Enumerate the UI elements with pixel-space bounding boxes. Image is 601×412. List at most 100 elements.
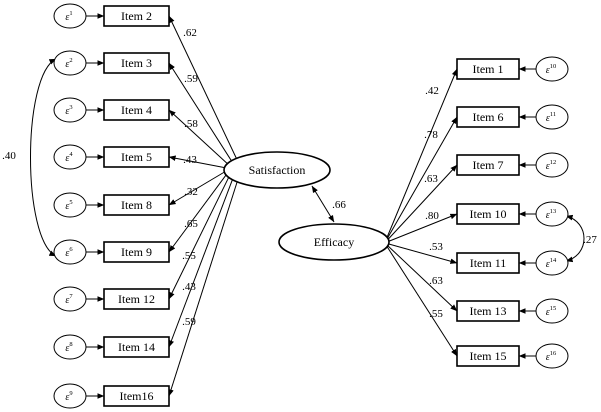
error-label: ε2: [65, 57, 72, 70]
indicator-box: [103, 288, 170, 310]
indicator-label: Item 12: [118, 292, 155, 306]
latent-efficacy: [278, 223, 390, 261]
error-index: 14: [550, 257, 557, 264]
loading-value: .59: [184, 73, 198, 85]
error-symbol: ε: [546, 210, 550, 221]
loading-arrow: [386, 68, 458, 238]
indicator-label: Item 1: [473, 62, 504, 76]
error-symbol: ε: [546, 65, 550, 76]
error-term: [535, 201, 569, 227]
indicator-box: [103, 385, 170, 407]
error-symbol: ε: [546, 307, 550, 318]
error-term: [535, 152, 569, 178]
indicator-label: Item 15: [470, 349, 507, 363]
error-symbol: ε: [65, 59, 69, 70]
loading-value: .80: [425, 210, 439, 222]
indicator-box: [456, 300, 520, 322]
loading-arrow: [168, 169, 229, 206]
indicator-label: Item 13: [470, 304, 507, 318]
loading-arrow: [168, 174, 235, 348]
indicator-label: Item 3: [121, 56, 152, 70]
loading-arrow: [386, 164, 458, 241]
error-term: [535, 298, 569, 324]
nodes-layer: [53, 3, 569, 409]
error-symbol: ε: [65, 343, 69, 354]
error-index: 13: [550, 208, 557, 215]
error-covariance-value: .27: [583, 234, 597, 246]
loading-value: .53: [429, 241, 443, 253]
loading-value: .78: [424, 129, 438, 141]
latent-satisfaction: [223, 151, 331, 189]
error-index: 1: [69, 10, 72, 17]
error-label: ε12: [546, 159, 556, 172]
error-term: [53, 144, 87, 170]
error-index: 2: [69, 57, 72, 64]
loading-arrow: [168, 176, 240, 397]
error-label: ε6: [65, 246, 73, 259]
indicator-label: Item 5: [121, 150, 152, 164]
indicator-label: Item 11: [470, 256, 507, 270]
indicator-box: [103, 146, 170, 168]
indicator-label: Item16: [120, 389, 154, 403]
latent-label: Efficacy: [314, 235, 354, 249]
loading-arrow: [386, 243, 458, 264]
error-symbol: ε: [65, 295, 69, 306]
error-label: ε11: [546, 111, 556, 124]
error-label: ε8: [65, 341, 72, 354]
indicator-box: [103, 241, 170, 263]
loading-value: .55: [182, 250, 196, 262]
indicator-box: [456, 252, 520, 274]
error-term: [53, 3, 87, 29]
error-symbol: ε: [65, 248, 69, 259]
indicator-label: Item 2: [121, 9, 152, 23]
loading-value: .58: [184, 118, 198, 130]
error-term: [53, 383, 87, 409]
error-symbol: ε: [65, 106, 69, 117]
indicator-box: [456, 154, 520, 176]
loading-arrow: [168, 155, 229, 169]
indicator-box: [103, 194, 170, 216]
error-index: 10: [550, 63, 557, 70]
loading-value: .32: [184, 186, 198, 198]
error-index: 5: [69, 199, 72, 206]
indicator-box: [456, 58, 520, 80]
error-label: ε3: [65, 104, 72, 117]
indicator-label: Item 8: [121, 198, 152, 212]
error-label: ε4: [65, 151, 73, 164]
error-label: ε13: [546, 208, 556, 221]
error-symbol: ε: [546, 161, 550, 172]
error-label: ε15: [546, 305, 556, 318]
error-covariance-arrow: [565, 214, 585, 263]
loading-arrow: [168, 62, 235, 166]
error-label: ε7: [65, 293, 73, 306]
latent-correlation-value: .66: [332, 199, 346, 211]
error-label: ε5: [65, 199, 72, 212]
error-symbol: ε: [65, 12, 69, 23]
error-label: ε9: [65, 390, 72, 403]
loading-arrow: [386, 116, 458, 240]
error-covariance-arrow: [30, 58, 57, 257]
error-index: 12: [550, 159, 557, 166]
loading-arrow: [168, 172, 232, 300]
error-term: [53, 239, 87, 265]
error-index: 8: [69, 341, 72, 348]
error-term: [535, 104, 569, 130]
latent-correlation-arrow: [311, 185, 335, 223]
error-index: 6: [69, 246, 73, 253]
error-symbol: ε: [546, 352, 550, 363]
loading-value: .65: [184, 218, 198, 230]
error-index: 4: [69, 151, 73, 158]
indicator-label: Item 4: [121, 103, 152, 117]
error-term: [535, 56, 569, 82]
edges-layer: [30, 13, 585, 399]
indicator-box: [456, 345, 520, 367]
loading-arrow: [168, 15, 240, 164]
loading-value: .43: [182, 281, 196, 293]
error-index: 7: [69, 293, 73, 300]
loading-arrow: [386, 213, 458, 243]
error-symbol: ε: [65, 153, 69, 164]
indicator-label: Item 7: [473, 158, 504, 172]
error-symbol: ε: [546, 259, 550, 270]
error-index: 11: [550, 111, 556, 118]
